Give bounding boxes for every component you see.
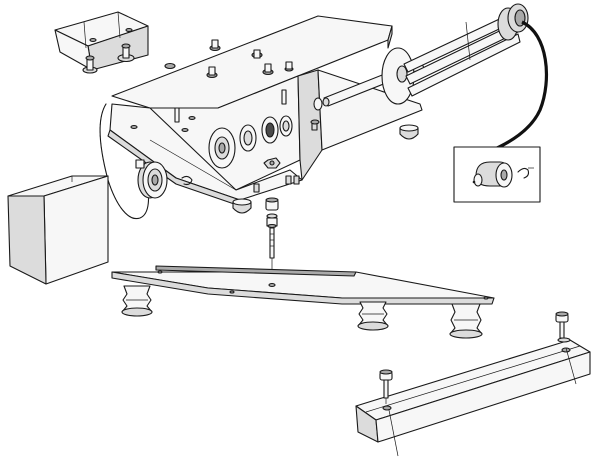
bracket-screw xyxy=(82,55,98,74)
motor-pulley xyxy=(135,159,168,199)
clip xyxy=(181,175,193,186)
probe-flange xyxy=(381,47,415,105)
rubber-foot xyxy=(399,124,419,140)
connector-plug xyxy=(472,161,513,188)
side-cover xyxy=(7,175,109,285)
bracket-screw xyxy=(117,43,135,63)
angle-rail xyxy=(355,339,591,443)
base-plate xyxy=(111,265,495,305)
probe-cable xyxy=(487,20,549,154)
bracket-hole xyxy=(89,37,97,43)
rubber-foot xyxy=(232,198,252,214)
hex-nut xyxy=(263,157,281,169)
connector-detail-callout xyxy=(453,146,541,203)
center-screw-stack xyxy=(265,197,279,290)
connector-clip xyxy=(517,167,534,179)
rail-screw xyxy=(379,369,399,457)
leveling-foot xyxy=(449,303,483,339)
leveling-foot xyxy=(121,285,153,317)
probe-handle xyxy=(497,3,529,41)
top-plate-fasteners xyxy=(130,39,294,133)
motor-mount-bracket xyxy=(54,11,149,74)
rail-screw xyxy=(555,311,577,385)
bracket-hole xyxy=(125,27,133,33)
standoff xyxy=(174,107,180,123)
chassis-screws xyxy=(253,119,320,193)
bearing-assembly xyxy=(208,115,293,169)
standoff xyxy=(281,89,287,105)
leveling-foot xyxy=(357,301,389,331)
drive-belt xyxy=(99,103,150,220)
